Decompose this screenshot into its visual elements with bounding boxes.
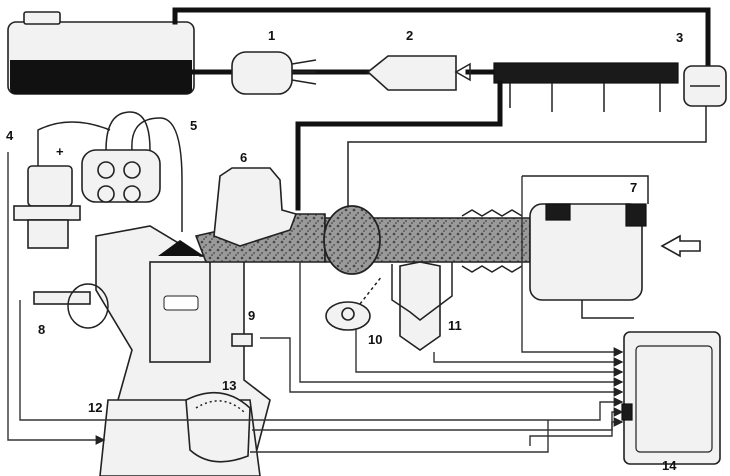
temperature-sensor <box>33 283 109 329</box>
fuel-filter <box>366 55 471 91</box>
callout-2: 2 <box>406 28 413 43</box>
callout-3: 3 <box>676 30 683 45</box>
fuel-tank <box>7 11 195 95</box>
throttle-switch <box>325 275 383 331</box>
callout-10: 10 <box>368 332 382 347</box>
coil-plus-sign: + <box>56 144 64 159</box>
throttle-housing <box>323 205 381 275</box>
auxiliary-air-valve <box>391 261 453 351</box>
callout-13: 13 <box>222 378 236 393</box>
air-inlet-arrow <box>660 234 701 258</box>
callout-12: 12 <box>88 400 102 415</box>
callout-6: 6 <box>240 150 247 165</box>
callout-14: 14 <box>662 458 677 473</box>
pressure-regulator <box>683 65 727 107</box>
air-bellows <box>461 209 523 273</box>
regulator-vacuum-line <box>347 106 707 214</box>
sensor-9-body <box>231 333 253 347</box>
electronic-control-unit <box>621 331 721 465</box>
distributor-cap <box>81 149 161 203</box>
callout-9: 9 <box>248 308 255 323</box>
airflow-meter <box>522 175 649 319</box>
callout-1: 1 <box>268 28 275 43</box>
cold-start-valve <box>213 167 298 247</box>
callout-7: 7 <box>630 180 637 195</box>
ignition-leads <box>105 111 183 232</box>
flywheel-teeth <box>195 400 245 413</box>
flywheel <box>185 391 251 463</box>
fuel-rail <box>493 62 679 112</box>
callout-4: 4 <box>6 128 14 143</box>
ignition-coil <box>13 121 111 249</box>
callout-8: 8 <box>38 322 45 337</box>
callout-5: 5 <box>190 118 197 133</box>
callout-11: 11 <box>448 318 462 333</box>
cold-start-fuel-line <box>295 80 503 211</box>
tank-filler-cap <box>23 11 61 25</box>
fuel-pump <box>231 51 317 95</box>
fuel-return-line <box>172 7 711 73</box>
wiring-harness <box>7 152 624 453</box>
